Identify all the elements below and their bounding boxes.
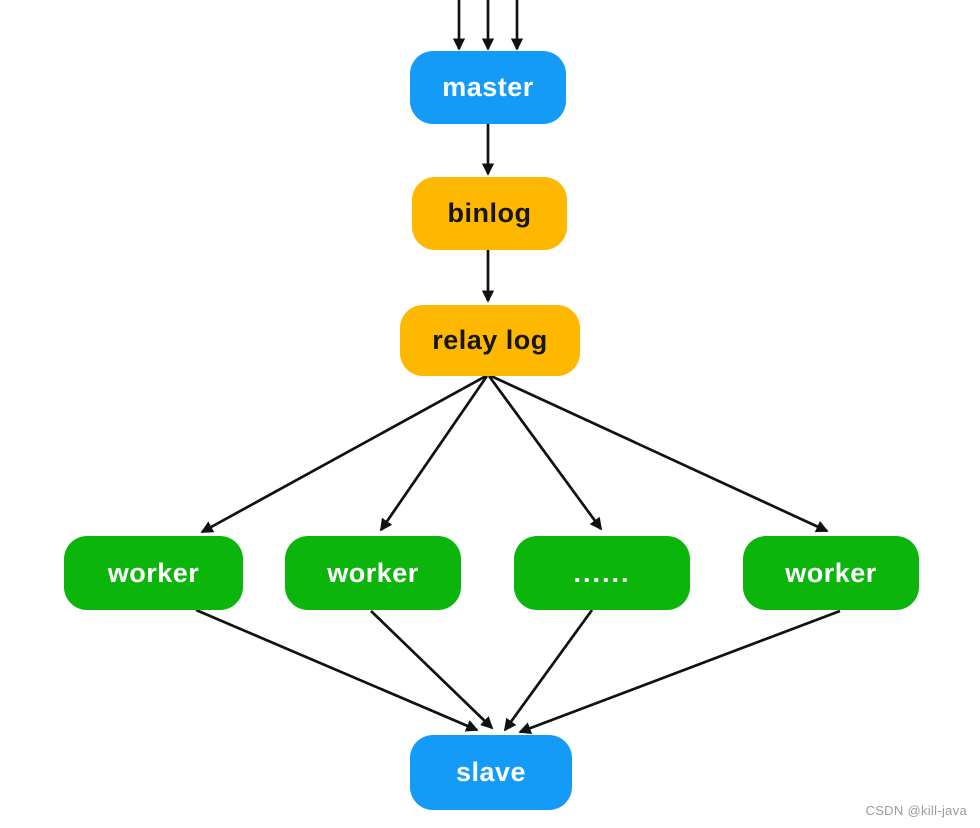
edge-relay-log-worker-4	[490, 374, 829, 533]
node-worker-1: worker	[64, 536, 243, 610]
edge-relay-log-worker-ellipsis	[487, 375, 603, 531]
node-slave-label: slave	[455, 757, 527, 787]
edge-worker-4-slave	[518, 609, 841, 735]
edge-relay-log-worker-1	[200, 374, 487, 534]
node-worker-ellipsis: ......	[514, 536, 690, 610]
node-relay-log-label: relay log	[432, 325, 548, 355]
edge-worker-1-slave	[195, 608, 479, 732]
node-slave: slave	[410, 735, 572, 810]
node-worker-4-label: worker	[785, 557, 877, 588]
node-worker-1-label: worker	[107, 557, 200, 588]
node-relay-log: relay log	[400, 305, 580, 376]
node-binlog: binlog	[412, 177, 567, 250]
node-master: master	[410, 51, 566, 124]
watermark-text: CSDN @kill-java	[865, 803, 967, 818]
edge-relay-log-worker-2	[379, 375, 489, 532]
node-worker-4: worker	[743, 536, 919, 610]
node-worker-2-label: worker	[327, 557, 419, 588]
node-binlog-label: binlog	[447, 198, 532, 228]
edge-worker-2-slave	[370, 610, 494, 730]
node-master-label: master	[442, 72, 534, 102]
node-worker-2: worker	[285, 536, 461, 610]
edge-worker-ellipsis-slave	[503, 609, 594, 732]
node-worker-ellipsis-label: ......	[573, 557, 631, 588]
